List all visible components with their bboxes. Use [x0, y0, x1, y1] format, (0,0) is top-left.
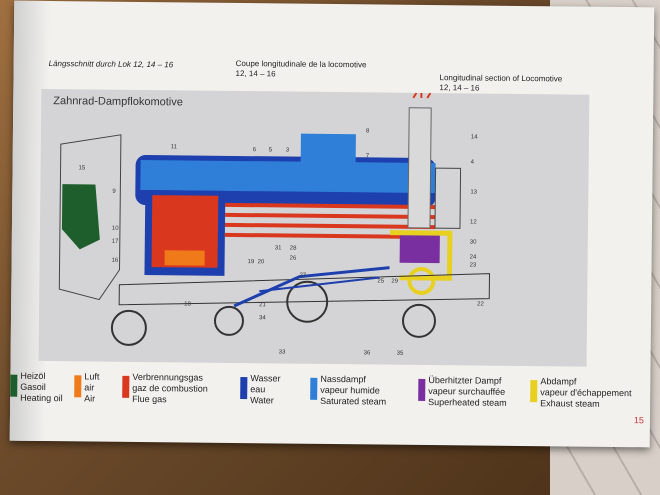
steam-dome — [300, 133, 356, 170]
label-3: 3 — [286, 148, 290, 154]
legend-air-fr: air — [84, 382, 95, 393]
label-21: 21 — [259, 302, 266, 308]
label-20: 20 — [258, 259, 265, 265]
legend-heating-oil-en: Heating oil — [20, 392, 63, 404]
label-29: 29 — [391, 279, 398, 285]
page-number: 15 — [633, 415, 645, 426]
legend-exhaust-steam-en: Exhaust steam — [540, 398, 600, 409]
legend-saturated-steam-en: Saturated steam — [320, 395, 387, 407]
label-7: 7 — [366, 153, 370, 159]
label-11: 11 — [171, 144, 178, 150]
label-13: 13 — [470, 189, 477, 195]
legend-swatch-water — [240, 377, 248, 400]
locomotive-cross-section: 15 11 6 5 3 8 7 14 4 13 9 10 17 12 30 24… — [58, 92, 490, 357]
label-18: 18 — [184, 301, 191, 307]
label-9: 9 — [112, 189, 116, 195]
legend-saturated-steam-fr: vapeur humide — [320, 384, 380, 396]
caption-french-line2: 12, 14 – 16 — [235, 68, 276, 79]
label-8: 8 — [366, 128, 370, 134]
legend-flue-gas-fr: gaz de combustion — [132, 382, 208, 394]
label-16: 16 — [112, 258, 119, 264]
legend-water-en: Water — [250, 395, 274, 406]
legend-superheated-steam-de: Überhitzter Dampf — [428, 375, 502, 386]
caption-french: Coupe longitudinale de la locomotive 12,… — [236, 59, 367, 80]
label-31: 31 — [275, 245, 282, 251]
label-5: 5 — [269, 147, 273, 153]
label-15: 15 — [79, 165, 86, 171]
label-27: 27 — [299, 273, 306, 279]
legend-swatch-saturated-steam — [310, 377, 318, 400]
legend-swatch-air — [74, 375, 82, 398]
legend-heating-oil-fr: Gasoil — [20, 381, 46, 393]
book-page: Längsschnitt durch Lok 12, 14 – 16 Coupe… — [9, 0, 655, 448]
legend-flue-gas-en: Flue gas — [132, 393, 167, 405]
diagram-title: Zahnrad-Dampflokomotive — [53, 95, 183, 109]
label-10: 10 — [112, 226, 119, 232]
label-23: 23 — [470, 262, 477, 268]
legend-air-de: Luft — [84, 371, 100, 382]
legend-flue-gas-de: Verbrennungsgas — [132, 371, 203, 383]
label-28: 28 — [290, 246, 297, 252]
label-4: 4 — [471, 159, 475, 165]
legend-swatch-superheated-steam — [418, 378, 426, 401]
label-19: 19 — [248, 259, 255, 265]
label-14: 14 — [471, 134, 478, 140]
saturated-steam — [140, 159, 436, 194]
air-inlet — [164, 250, 205, 266]
legend-saturated-steam-de: Nassdampf — [320, 373, 366, 385]
legend-superheated-steam-en: Superheated steam — [428, 397, 507, 408]
label-33: 33 — [279, 349, 286, 355]
caption-english: Longitudinal section of Locomotive 12, 1… — [439, 73, 562, 94]
label-25: 25 — [377, 278, 384, 284]
legend-water-fr: eau — [250, 384, 266, 395]
legend-air-en: Air — [84, 393, 96, 404]
legend-superheated-steam-fr: vapeur surchauffée — [428, 386, 506, 397]
label-34: 34 — [259, 315, 266, 321]
label-30: 30 — [470, 239, 477, 245]
label-26: 26 — [290, 256, 297, 262]
label-17: 17 — [112, 239, 119, 245]
legend-water-de: Wasser — [250, 373, 281, 384]
oil-tank — [61, 184, 100, 250]
label-36: 36 — [364, 350, 371, 356]
legend-swatch-exhaust-steam — [530, 380, 538, 403]
locomotive-diagram: Zahnrad-Dampflokomotive — [38, 88, 590, 367]
legend-swatch-heating-oil — [10, 374, 18, 397]
label-35: 35 — [397, 351, 404, 357]
superheater — [399, 232, 440, 264]
legend-swatch-flue-gas — [122, 375, 130, 398]
label-6: 6 — [253, 147, 257, 153]
label-12: 12 — [470, 219, 477, 225]
exhaust-pipe — [389, 230, 453, 281]
legend-heating-oil-de: Heizöl — [20, 370, 46, 382]
caption-german: Längsschnitt durch Lok 12, 14 – 16 — [48, 59, 174, 70]
firebox-flue-gas — [151, 195, 219, 268]
label-22: 22 — [477, 302, 484, 308]
label-24: 24 — [470, 254, 477, 260]
